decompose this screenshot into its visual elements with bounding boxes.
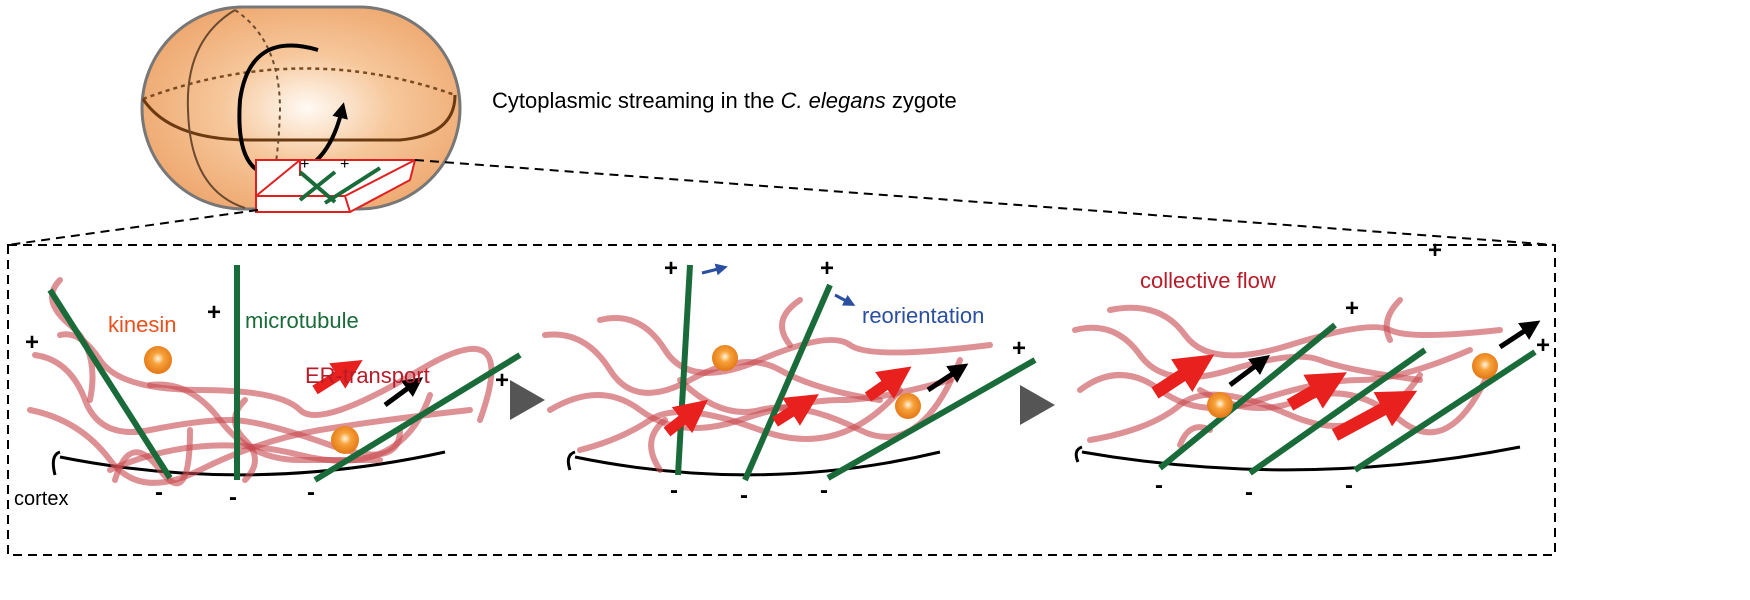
kinesin-icon bbox=[712, 345, 738, 371]
reorientation-arrow bbox=[834, 293, 856, 306]
kinesin-direction-arrow bbox=[926, 363, 969, 393]
plus-sign: + bbox=[820, 255, 834, 282]
minus-sign: - bbox=[155, 479, 163, 506]
cortex-label: cortex bbox=[14, 488, 68, 510]
reorientation-label: reorientation bbox=[862, 303, 984, 328]
panel-initial: kinesin microtubule ER-transport + + + -… bbox=[14, 265, 522, 511]
collective-flow-label: collective flow bbox=[1140, 268, 1276, 293]
kinesin-icon bbox=[144, 346, 172, 374]
kinesin-icon bbox=[1207, 392, 1233, 418]
minus-sign: - bbox=[307, 479, 315, 506]
kinesin-direction-arrow bbox=[1228, 355, 1270, 387]
panel-collective-flow: collective flow + + + - - - bbox=[1072, 237, 1550, 506]
zygote-cell: + + bbox=[140, 5, 462, 213]
plus-sign: + bbox=[1345, 295, 1359, 322]
minus-sign: - bbox=[229, 484, 237, 511]
kinesin-icon bbox=[331, 426, 359, 454]
er-flow-arrow bbox=[772, 394, 819, 427]
minus-sign: - bbox=[820, 477, 828, 504]
plus-sign: + bbox=[1536, 332, 1550, 359]
plus-sign: + bbox=[300, 156, 309, 173]
microtubule-label: microtubule bbox=[245, 308, 359, 333]
er-flow-arrow bbox=[1151, 354, 1215, 399]
plus-sign: + bbox=[495, 367, 509, 394]
er-flow-arrow bbox=[312, 360, 363, 395]
minus-sign: - bbox=[670, 477, 678, 504]
kinesin-direction-arrow bbox=[383, 377, 424, 408]
zoom-box bbox=[7, 159, 1556, 556]
kinesin-icon bbox=[895, 393, 921, 419]
plus-sign: + bbox=[1012, 335, 1026, 362]
plus-sign: + bbox=[25, 329, 39, 356]
figure-title: Cytoplasmic streaming in the C. elegans … bbox=[492, 88, 957, 113]
kinesin-icon bbox=[1472, 353, 1498, 379]
er-flow-arrow bbox=[663, 399, 708, 437]
kinesin-label: kinesin bbox=[108, 312, 176, 337]
plus-sign: + bbox=[340, 156, 349, 173]
panel-reorientation: reorientation + + + - - - bbox=[542, 255, 1037, 509]
er-flow-arrow bbox=[864, 366, 912, 402]
er-flow-arrow bbox=[1286, 372, 1347, 411]
minus-sign: - bbox=[1345, 472, 1353, 499]
er-flow-arrow bbox=[1331, 390, 1418, 441]
step-arrow-icon bbox=[510, 380, 545, 420]
minus-sign: - bbox=[1155, 472, 1163, 499]
kinesin-direction-arrow bbox=[1498, 320, 1541, 350]
er-transport-label: ER-transport bbox=[305, 363, 430, 388]
minus-sign: - bbox=[740, 482, 748, 509]
plus-sign: + bbox=[664, 255, 678, 282]
plus-sign: + bbox=[1428, 237, 1442, 264]
plus-sign: + bbox=[207, 299, 221, 326]
reorientation-arrow bbox=[701, 263, 728, 276]
step-arrow-icon bbox=[1020, 385, 1055, 425]
minus-sign: - bbox=[1245, 479, 1253, 506]
